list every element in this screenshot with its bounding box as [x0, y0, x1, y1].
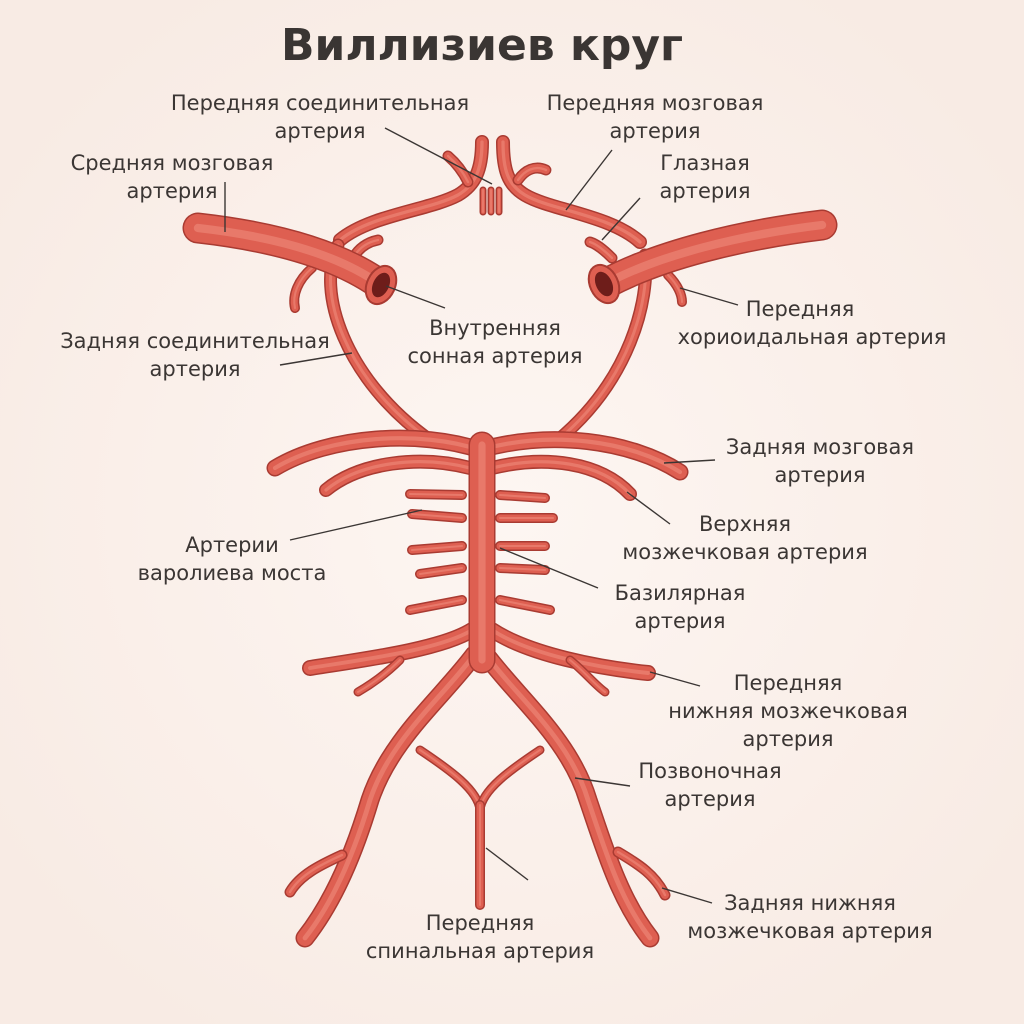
right-ica-mca-artery	[591, 209, 838, 299]
p5-artery	[405, 595, 467, 615]
diagram-title: Виллизиев круг	[281, 20, 683, 71]
label-basilar: Базилярная артерия	[615, 581, 746, 633]
arteries	[182, 135, 838, 948]
label-pcom: Задняя соединительная артерия	[60, 329, 330, 381]
p10-artery	[495, 595, 555, 615]
label-ophthalmic: Глазная артерия	[660, 151, 751, 203]
label-line: артерия	[127, 179, 218, 203]
label-line: Передняя	[746, 297, 854, 321]
label-line: Внутренняя	[429, 316, 561, 340]
label-line: Передняя	[734, 671, 842, 695]
label-acom: Передняя соединительная артерия	[171, 91, 469, 143]
label-line: артерия	[610, 119, 701, 143]
right-aica-branch-artery	[565, 655, 610, 697]
p6-artery	[495, 490, 550, 503]
label-line: спинальная артерия	[366, 939, 594, 963]
label-ica: Внутренняя сонная артерия	[408, 316, 583, 368]
label-achoroidal: Передняя хориоидальная артерия	[678, 297, 947, 349]
right-ophthalmic-artery	[584, 236, 618, 264]
label-line: Артерии	[185, 533, 278, 557]
left-aica-artery	[302, 622, 480, 676]
label-line: артерия	[275, 119, 366, 143]
label-line: Задняя соединительная	[60, 329, 330, 353]
ica-openings	[364, 263, 621, 306]
p9-artery	[495, 563, 550, 575]
p4-artery	[415, 563, 467, 579]
label-aca: Передняя мозговая артерия	[547, 91, 764, 143]
label-line: артерия	[635, 609, 726, 633]
right-pica-artery	[612, 846, 671, 901]
label-line: мозжечковая артерия	[687, 919, 932, 943]
right-aca-branch-artery	[512, 162, 552, 186]
right-aca-artery	[496, 135, 647, 249]
label-line: артерия	[665, 787, 756, 811]
label-line: артерия	[660, 179, 751, 203]
label-line: мозжечковая артерия	[622, 540, 867, 564]
left-ica-mca-artery	[182, 212, 394, 299]
label-line: Позвоночная	[638, 759, 781, 783]
label-line: артерия	[150, 357, 241, 381]
label-line: Передняя мозговая	[547, 91, 764, 115]
p2-artery	[407, 509, 467, 523]
left-achoroidal-artery	[289, 263, 317, 313]
label-line: Задняя нижняя	[724, 891, 896, 915]
left-vertebral-artery	[295, 645, 484, 948]
label-line: Средняя мозговая	[71, 151, 274, 175]
leader-lines	[224, 127, 739, 904]
left-aca-artery	[333, 135, 489, 247]
label-line: артерия	[743, 727, 834, 751]
label-line: артерия	[775, 463, 866, 487]
label-line: Глазная	[660, 151, 750, 175]
label-pca: Задняя мозговая артерия	[726, 435, 914, 487]
left-sca-artery	[319, 454, 477, 497]
label-line: Передняя соединительная	[171, 91, 469, 115]
label-mca: Средняя мозговая артерия	[71, 151, 274, 203]
label-line: Передняя	[426, 911, 534, 935]
label-pontine: Артерии варолиева моста	[138, 533, 327, 585]
label-sca: Верхняя мозжечковая артерия	[622, 512, 867, 564]
label-line: нижняя мозжечковая	[668, 699, 907, 723]
label-vertebral: Позвоночная артерия	[638, 759, 781, 811]
p3-artery	[407, 541, 467, 555]
right-achoroidal-artery	[663, 270, 687, 307]
left-pca-artery	[266, 429, 489, 477]
right-sca-artery	[485, 454, 637, 501]
label-pica: Задняя нижняя мозжечковая артерия	[687, 891, 932, 943]
label-line: сонная артерия	[408, 344, 583, 368]
left-pica-artery	[284, 849, 348, 898]
label-line: Задняя мозговая	[726, 435, 914, 459]
right-vertebral-artery	[476, 645, 660, 948]
label-aica: Передняя нижняя мозжечковая артерия	[668, 671, 907, 751]
label-line: варолиева моста	[138, 561, 327, 585]
right-pca-artery	[471, 431, 689, 481]
p1-artery	[405, 489, 467, 500]
label-line: Базилярная	[615, 581, 746, 605]
label-spinal: Передняя спинальная артерия	[366, 911, 594, 963]
label-line: хориоидальная артерия	[678, 325, 947, 349]
label-line: Верхняя	[699, 512, 791, 536]
left-aica-branch-artery	[353, 655, 405, 697]
